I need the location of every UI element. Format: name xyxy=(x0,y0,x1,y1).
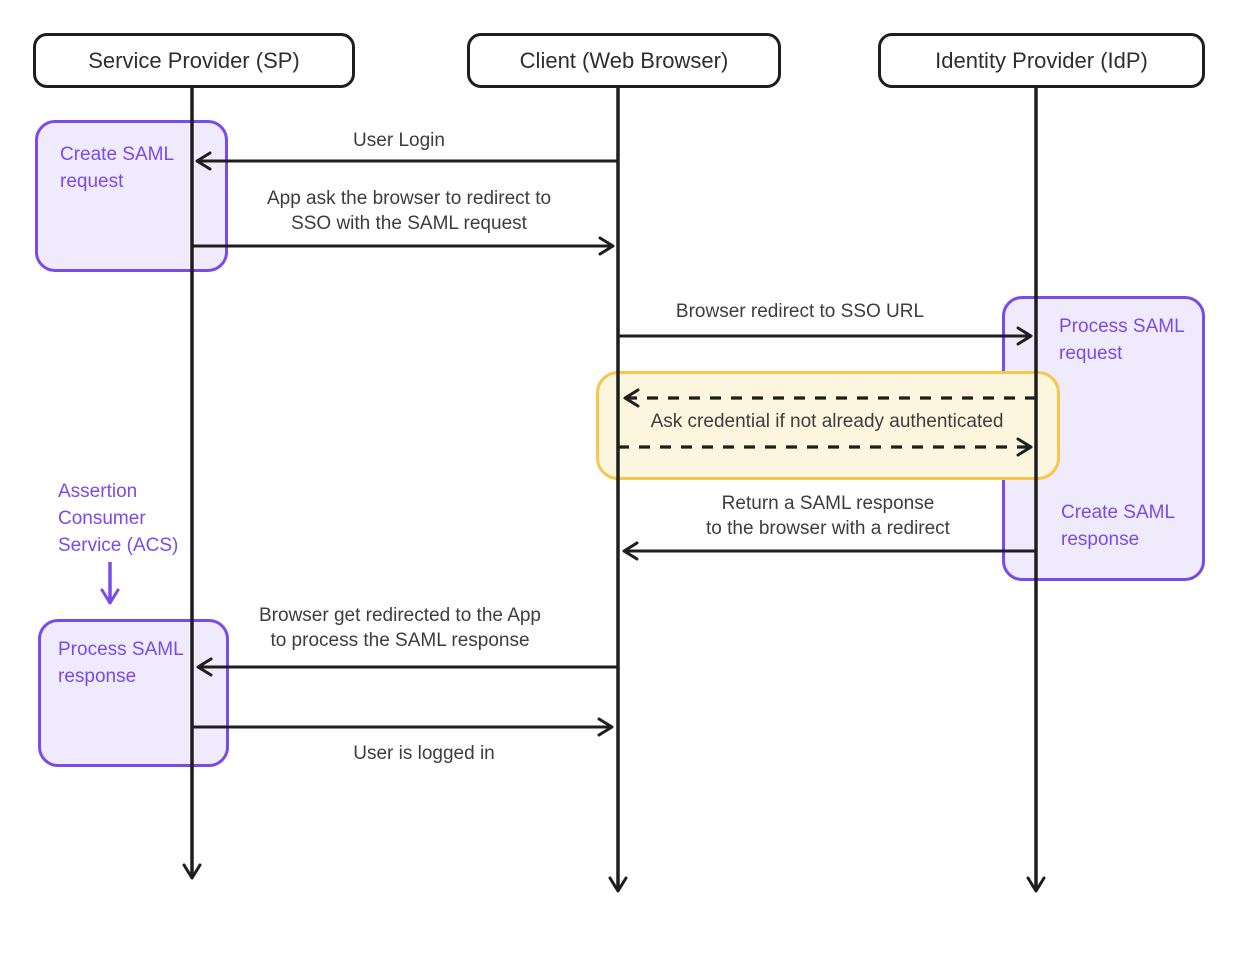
message-label-user-login: User Login xyxy=(353,130,445,151)
actor-client: Client (Web Browser) xyxy=(467,33,781,88)
note-label-ask-credential: Ask credential if not already authentica… xyxy=(650,411,1004,432)
activity-box-process-saml-response xyxy=(38,619,229,767)
actor-service-provider: Service Provider (SP) xyxy=(33,33,355,88)
activity-label-create-saml-request: Create SAML request xyxy=(60,144,175,192)
acs-annotation-label: Assertion Consumer Service (ACS) xyxy=(58,481,179,556)
message-label-return-saml-response: Return a SAML response to the browser wi… xyxy=(706,493,950,539)
actor-client-label: Client (Web Browser) xyxy=(519,47,729,73)
activity-label-create-saml-response: Create SAML response xyxy=(1061,502,1176,550)
message-label-redirect-with-saml-request: App ask the browser to redirect to SSO w… xyxy=(266,188,552,234)
activity-label-process-saml-request: Process SAML request xyxy=(1059,316,1185,364)
message-label-browser-redirect-sso: Browser redirect to SSO URL xyxy=(675,301,925,322)
activity-box-create-saml-request xyxy=(35,120,228,272)
actor-identity-provider: Identity Provider (IdP) xyxy=(878,33,1205,88)
message-label-browser-redirected-to-app: Browser get redirected to the App to pro… xyxy=(259,605,541,651)
activity-label-process-saml-response: Process SAML response xyxy=(58,639,184,687)
note-box-ask-credential xyxy=(596,371,1060,480)
actor-service-provider-label: Service Provider (SP) xyxy=(88,47,300,73)
actor-identity-provider-label: Identity Provider (IdP) xyxy=(935,47,1148,73)
message-label-user-logged-in: User is logged in xyxy=(353,743,495,764)
